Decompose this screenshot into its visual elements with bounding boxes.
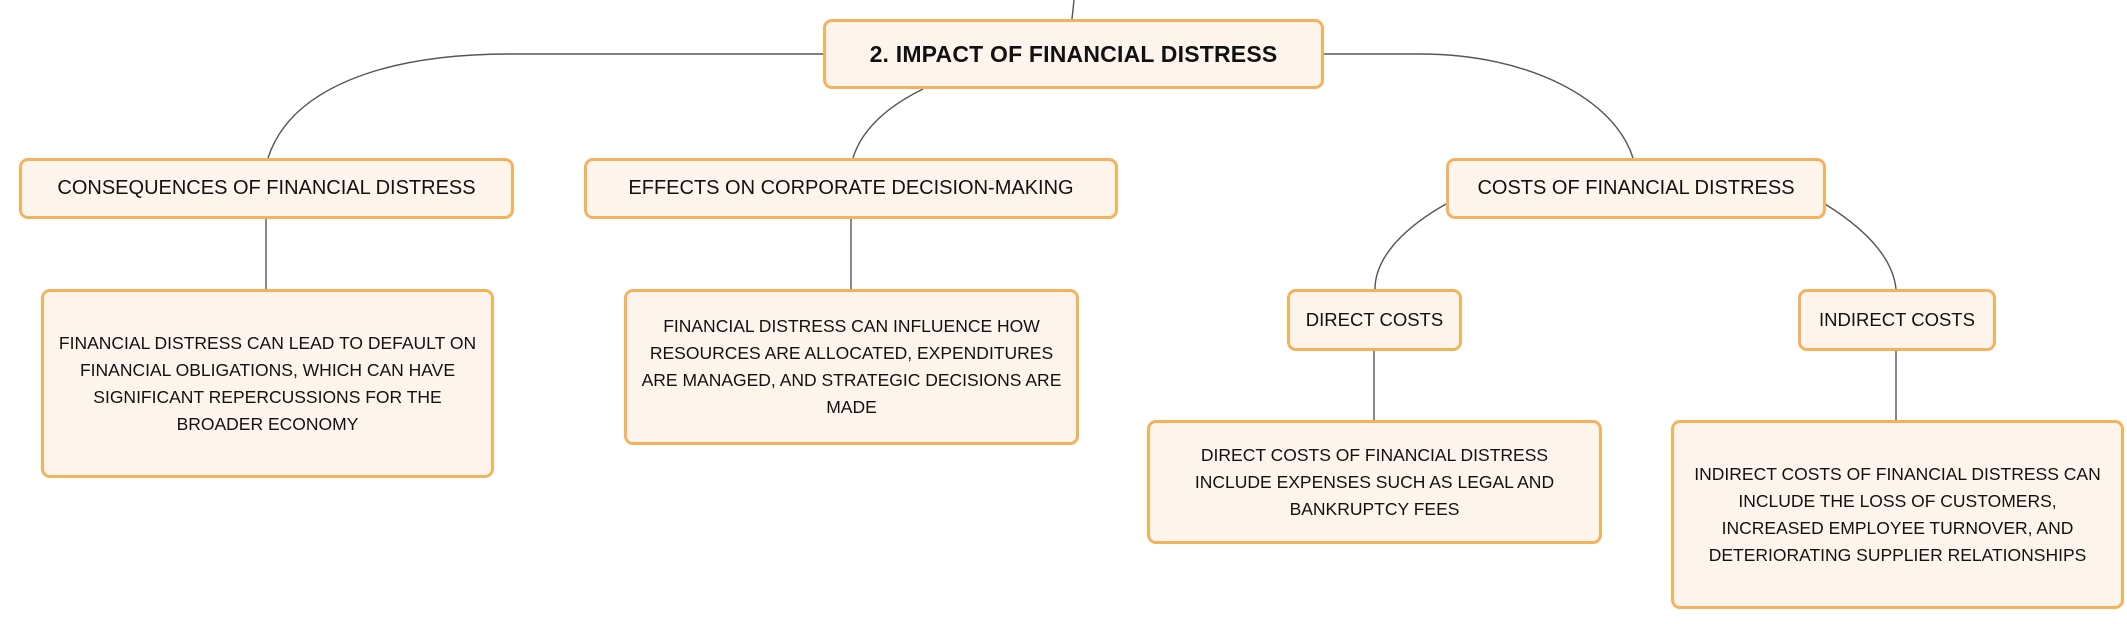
connector-root-to-costs xyxy=(1324,53,1634,159)
detail-effects[interactable]: FINANCIAL DISTRESS CAN INFLUENCE HOW RES… xyxy=(624,289,1079,445)
detail-text: INDIRECT COSTS OF FINANCIAL DISTRESS CAN… xyxy=(1694,463,2101,565)
topic-consequences[interactable]: CONSEQUENCES OF FINANCIAL DISTRESS xyxy=(19,158,514,219)
root-topic[interactable]: 2. IMPACT OF FINANCIAL DISTRESS xyxy=(823,19,1324,89)
subtopic-label: INDIRECT COSTS xyxy=(1819,309,1975,330)
detail-text: FINANCIAL DISTRESS CAN LEAD TO DEFAULT O… xyxy=(58,332,477,434)
topic-label: CONSEQUENCES OF FINANCIAL DISTRESS xyxy=(57,177,476,199)
topic-effects[interactable]: EFFECTS ON CORPORATE DECISION-MAKING xyxy=(584,158,1118,219)
subtopic-direct-costs[interactable]: DIRECT COSTS xyxy=(1287,289,1462,351)
connector-costs-to-indirect xyxy=(1824,203,1897,290)
connector-costs-to-direct xyxy=(1374,203,1447,290)
detail-text: FINANCIAL DISTRESS CAN INFLUENCE HOW RES… xyxy=(641,316,1062,417)
topic-costs[interactable]: COSTS OF FINANCIAL DISTRESS xyxy=(1446,158,1826,219)
connector-root-to-consequences xyxy=(267,53,823,159)
connector-root-to-effects xyxy=(852,88,924,159)
detail-consequences[interactable]: FINANCIAL DISTRESS CAN LEAD TO DEFAULT O… xyxy=(41,289,494,478)
connector-root-parent xyxy=(1071,0,1075,20)
detail-indirect-costs[interactable]: INDIRECT COSTS OF FINANCIAL DISTRESS CAN… xyxy=(1671,420,2124,609)
root-topic-label: 2. IMPACT OF FINANCIAL DISTRESS xyxy=(869,40,1278,67)
detail-direct-costs[interactable]: DIRECT COSTS OF FINANCIAL DISTRESS INCLU… xyxy=(1147,420,1602,544)
topic-label: EFFECTS ON CORPORATE DECISION-MAKING xyxy=(628,177,1074,199)
topic-label: COSTS OF FINANCIAL DISTRESS xyxy=(1477,177,1795,199)
subtopic-label: DIRECT COSTS xyxy=(1305,309,1444,330)
subtopic-indirect-costs[interactable]: INDIRECT COSTS xyxy=(1798,289,1996,351)
detail-text: DIRECT COSTS OF FINANCIAL DISTRESS INCLU… xyxy=(1194,444,1555,519)
